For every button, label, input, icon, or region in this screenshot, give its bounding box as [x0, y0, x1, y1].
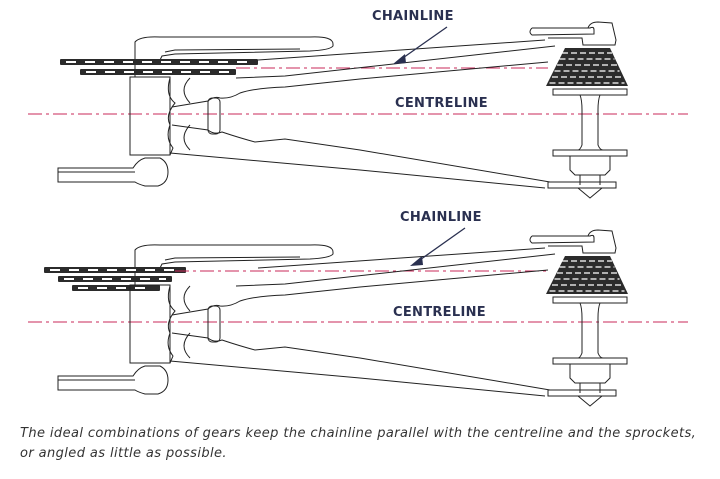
chainline-pointer-line	[399, 26, 448, 61]
cassette	[546, 256, 628, 294]
bottom-bracket-shell	[129, 76, 171, 156]
hub-axle	[569, 364, 611, 393]
crank-arm-lower	[57, 365, 169, 395]
quick-release-lever	[529, 234, 595, 244]
chain-upper	[257, 39, 546, 61]
hub-flange-bottom	[552, 149, 628, 157]
chainstay-lower	[171, 124, 551, 183]
drivetrain-top	[28, 21, 688, 199]
rear-dropout-skewer	[547, 389, 617, 407]
cassette	[546, 48, 628, 86]
derailleur-body	[548, 229, 617, 254]
chainline-label-bottom: CHAINLINE	[400, 210, 482, 225]
hub-axle	[569, 156, 611, 185]
crank-arm-top	[134, 36, 334, 77]
chain-upper	[257, 247, 546, 269]
chainstay-bridge	[207, 97, 221, 135]
hub-barrel	[577, 302, 604, 359]
chainstay-bottom	[169, 360, 546, 397]
arrow-head-icon	[393, 54, 406, 64]
hub-barrel	[577, 94, 604, 151]
crank-arm-top	[134, 244, 334, 285]
bb-lug-curve	[167, 77, 176, 156]
chain-lower	[235, 45, 556, 79]
figure-caption: The ideal combinations of gears keep the…	[20, 426, 697, 461]
hub-flange-top	[552, 296, 628, 304]
chainline-pointer-line	[416, 227, 466, 263]
crank-arm-top-inner	[164, 256, 301, 261]
bottom-bracket-shell	[129, 284, 171, 364]
derailleur-body	[548, 21, 617, 46]
chainstay-lower	[171, 332, 551, 391]
centreline-label-top: CENTRELINE	[395, 96, 488, 111]
chainline-label-top: CHAINLINE	[372, 9, 454, 24]
crank-arm-top-inner	[164, 48, 301, 53]
centreline-label-bottom: CENTRELINE	[393, 305, 486, 320]
hub-flange-bottom	[552, 357, 628, 365]
chainring-1	[60, 59, 258, 65]
chainstay-upper	[171, 61, 549, 108]
quick-release-lever	[529, 26, 595, 36]
arrow-head-icon	[410, 256, 423, 266]
hub-flange-top	[552, 88, 628, 96]
drivetrain-bottom	[28, 227, 688, 407]
chainstay-bottom	[169, 152, 546, 189]
chain-lower	[235, 253, 556, 287]
crank-arm-lower	[57, 157, 169, 187]
chainring-2	[58, 276, 172, 282]
chainstay-bridge	[207, 305, 221, 343]
bb-lug-curve	[167, 285, 176, 364]
rear-dropout-skewer	[547, 181, 617, 199]
chainstay-upper	[171, 269, 549, 316]
chainring-2	[80, 69, 236, 75]
